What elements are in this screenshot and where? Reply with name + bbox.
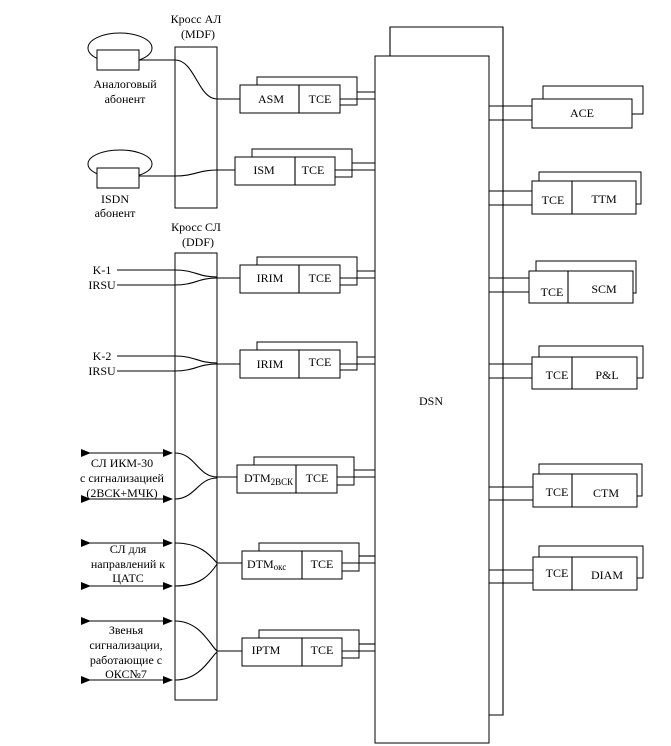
module-asm: ASM TCE	[217, 76, 375, 114]
link-catc: СЛ для направлений к ЦАТС	[81, 539, 218, 590]
module-ism: ISM TCE	[217, 148, 375, 186]
module-ace-box	[531, 98, 633, 129]
module-dtm-2vsk-subscript: 2ВСК	[271, 477, 295, 487]
module-irim-1-tce: TCE	[309, 271, 332, 285]
dsn-block: DSN	[374, 26, 504, 744]
dsn-frame	[374, 55, 490, 744]
module-iptm: IPTM TCE	[217, 629, 375, 667]
module-ace: ACE	[489, 85, 644, 129]
module-asm-tce: TCE	[309, 92, 332, 106]
ddf-title-line2: (DDF)	[182, 235, 214, 249]
module-dtm-2vsk-tce: TCE	[306, 471, 329, 485]
module-ctm-tce: TCE	[546, 485, 569, 499]
module-pl-box	[531, 356, 638, 390]
module-irim-2-tce: TCE	[309, 355, 332, 369]
module-dtm-2vsk-box	[236, 464, 338, 494]
module-ctm: TCE CTM	[489, 463, 643, 508]
mdf-title-line2: (MDF)	[181, 27, 215, 41]
module-diam-box	[532, 556, 638, 591]
mdf-jumper-1	[174, 59, 218, 100]
module-dtm-2vsk-label: DTM2ВСК	[244, 471, 294, 487]
module-iptm-box	[241, 637, 343, 667]
link-pcm30-line2: с сигнализацией	[80, 471, 164, 485]
analog-subscriber: Аналоговый абонент	[87, 32, 175, 106]
trunk-k2-line2: IRSU	[88, 364, 116, 378]
phone-base-icon	[96, 167, 140, 189]
trunk-k1: K-1 IRSU	[88, 263, 218, 292]
module-ttm-label: TTM	[591, 192, 617, 206]
link-catc-line1: СЛ для	[110, 542, 147, 556]
link-pcm30: СЛ ИКМ-30 с сигнализацией (2ВСК+МЧК)	[80, 449, 218, 503]
isdn-subscriber-line1: ISDN	[101, 192, 129, 206]
module-diam-label: DIAM	[591, 568, 623, 582]
module-ace-label: ACE	[570, 106, 594, 120]
module-iptm-label: IPTM	[252, 643, 281, 657]
ddf-cross: Кросс СЛ (DDF)	[171, 220, 221, 701]
module-dtm-oks-subscript: окс	[274, 562, 287, 572]
phone-base-icon	[96, 49, 140, 71]
analog-subscriber-line1: Аналоговый	[93, 77, 157, 91]
module-asm-label: ASM	[258, 92, 284, 106]
link-pcm30-line3: (2ВСК+МЧК)	[86, 486, 157, 500]
trunk-k1-line1: K-1	[93, 263, 112, 277]
module-irim-1-label: IRIM	[257, 271, 284, 285]
module-pl-tce: TCE	[546, 368, 569, 382]
module-dtm-oks: DTMокс TCE	[217, 542, 375, 580]
module-diam: TCE DIAM	[489, 545, 644, 591]
module-irim-2: IRIM TCE	[217, 341, 375, 379]
module-dtm-oks-label: DTMокс	[247, 557, 286, 572]
mdf-cross: Кросс АЛ (MDF)	[171, 12, 222, 209]
module-dtm-2vsk: DTM2ВСК TCE	[217, 456, 375, 494]
module-ism-tce: TCE	[302, 163, 325, 177]
module-scm-label: SCM	[591, 282, 617, 296]
link-ss7-line1: Звенья	[109, 623, 144, 637]
analog-subscriber-line2: абонент	[105, 92, 147, 106]
module-dtm-oks-box	[241, 550, 343, 580]
isdn-subscriber-line2: абонент	[95, 206, 137, 220]
module-dtm-oks-tce: TCE	[311, 557, 334, 571]
module-scm-box	[528, 270, 634, 304]
trunk-k2: K-2 IRSU	[88, 349, 218, 378]
ddf-title-line1: Кросс СЛ	[171, 220, 221, 234]
module-ism-label: ISM	[253, 163, 275, 177]
link-ss7-line2: сигнализации,	[89, 638, 162, 652]
dsn-back-plane	[389, 26, 504, 716]
module-ctm-box	[532, 473, 638, 508]
module-ctm-label: CTM	[593, 486, 619, 500]
module-pl: TCE P&L	[489, 345, 644, 390]
link-pcm30-line1: СЛ ИКМ-30	[91, 456, 153, 470]
link-catc-line2: направлений к	[91, 557, 165, 571]
mdf-frame	[174, 46, 218, 209]
module-ttm-box	[531, 180, 637, 215]
ddf-frame	[174, 252, 218, 701]
module-pl-label: P&L	[595, 368, 618, 382]
dsn-label: DSN	[419, 394, 443, 408]
module-irim-1-box	[239, 264, 341, 294]
trunk-k1-line2: IRSU	[88, 278, 116, 292]
module-ttm: TCE TTM	[489, 171, 642, 215]
mdf-title-line1: Кросс АЛ	[171, 12, 222, 26]
link-ss7-line4: ОКС№7	[105, 667, 147, 681]
trunk-k2-line1: K-2	[93, 349, 112, 363]
mdf-jumper-2	[174, 169, 218, 177]
link-ss7: Звенья сигнализации, работающие с ОКС№7	[81, 617, 218, 684]
module-scm-tce: TCE	[541, 285, 564, 299]
module-scm: TCE SCM	[489, 260, 637, 304]
module-ttm-tce: TCE	[542, 193, 565, 207]
module-irim-2-label: IRIM	[257, 357, 284, 371]
module-iptm-tce: TCE	[311, 643, 334, 657]
link-ss7-line3: работающие с	[90, 653, 162, 667]
module-irim-1: IRIM TCE	[217, 256, 375, 294]
module-asm-box	[239, 84, 341, 114]
link-catc-line3: ЦАТС	[112, 571, 144, 585]
module-ism-box	[234, 156, 336, 186]
isdn-subscriber: ISDN абонент	[87, 149, 175, 220]
module-diam-tce: TCE	[546, 566, 569, 580]
